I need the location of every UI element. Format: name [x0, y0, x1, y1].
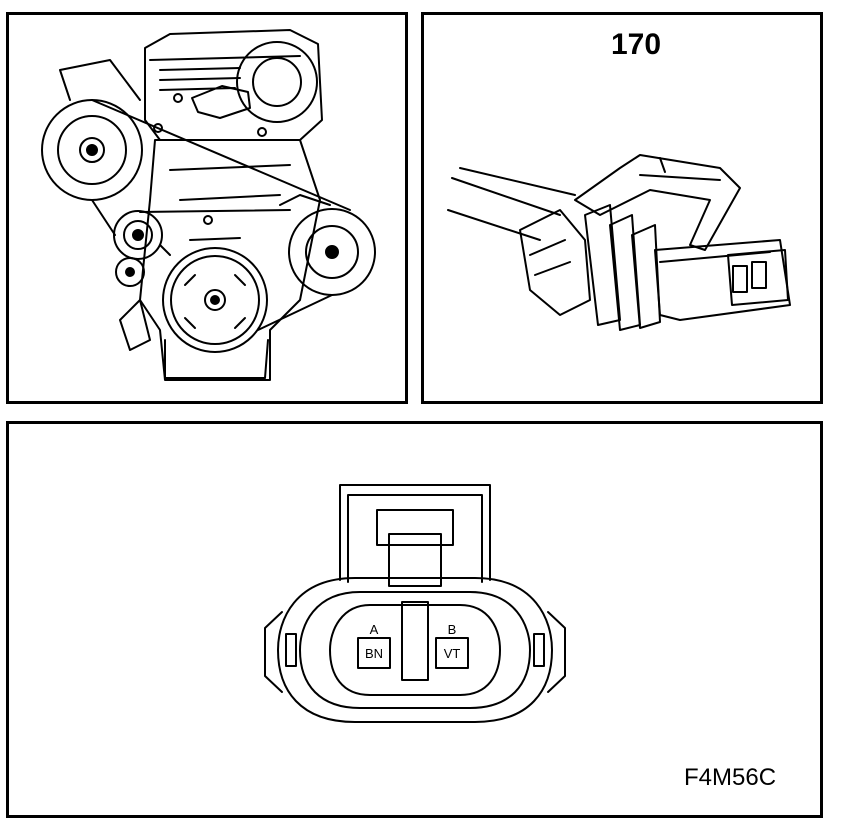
connector-face-drawing [264, 484, 566, 723]
pin-a-letter: A [370, 622, 379, 637]
connector-pinout-panel [6, 421, 823, 818]
connector-reference-number: 170 [611, 28, 662, 61]
pin-b-color-code: VT [444, 646, 461, 661]
figure-code: F4M56C [684, 764, 777, 791]
pin-b-letter: B [448, 622, 457, 637]
pin-a-color-code: BN [365, 646, 383, 661]
engine-drawing [41, 29, 376, 381]
connector-illustration-panel [421, 12, 823, 404]
engine-illustration-panel [6, 12, 408, 404]
connector-drawing [447, 154, 791, 331]
